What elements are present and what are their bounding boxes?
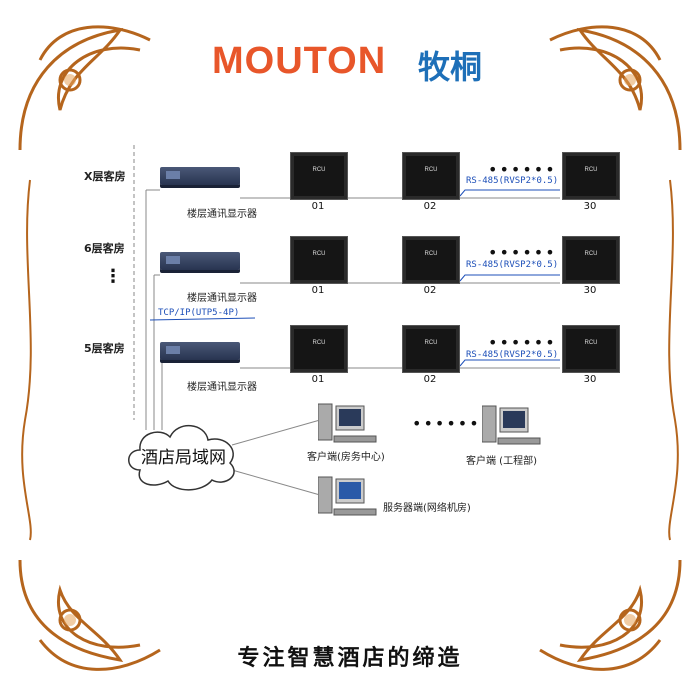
- rcu-label: RCU: [584, 251, 598, 257]
- client-label: 客户端(房务中心): [307, 452, 385, 463]
- rcu-label: RCU: [584, 340, 598, 346]
- brand-logo-cn: 牧桐: [418, 48, 483, 86]
- lan-cloud-label: 酒店局域网: [141, 448, 226, 468]
- client-ellipsis: ••••••: [412, 414, 481, 433]
- rcu-device: RCU: [402, 152, 460, 200]
- rcu-label: RCU: [312, 251, 326, 257]
- floor-switch: [160, 252, 240, 270]
- room-number: 30: [583, 374, 597, 385]
- rcu-label: RCU: [424, 340, 438, 346]
- computer-icon: [482, 405, 541, 445]
- rcu-label: RCU: [424, 167, 438, 173]
- floor-switch-label: 楼层通讯显示器: [187, 293, 257, 304]
- rcu-device: RCU: [290, 236, 348, 284]
- rcu-label: RCU: [312, 340, 326, 346]
- room-ellipsis: ••••••: [488, 160, 557, 179]
- floor-label: X层客房: [84, 170, 126, 183]
- rcu-device: RCU: [402, 325, 460, 373]
- rcu-label: RCU: [424, 251, 438, 257]
- room-number: 30: [583, 285, 597, 296]
- room-ellipsis: ••••••: [488, 243, 557, 262]
- room-number: 30: [583, 201, 597, 212]
- rcu-label: RCU: [584, 167, 598, 173]
- client-label: 客户端 (工程部): [466, 456, 537, 467]
- room-number: 02: [423, 201, 437, 212]
- brand-logo-en: MOUTON: [212, 40, 387, 82]
- room-number: 01: [311, 374, 325, 385]
- room-ellipsis: ••••••: [488, 333, 557, 352]
- floor-label: 5层客房: [84, 342, 125, 355]
- bus-label: RS-485(RVSP2*0.5): [466, 350, 559, 360]
- room-number: 01: [311, 201, 325, 212]
- rcu-device: RCU: [562, 236, 620, 284]
- tcp-ip-label: TCP/IP(UTP5-4P): [158, 308, 240, 318]
- server-icon: [318, 476, 377, 516]
- rcu-label: RCU: [312, 167, 326, 173]
- floor-switch-label: 楼层通讯显示器: [187, 209, 257, 220]
- bus-label: RS-485(RVSP2*0.5): [466, 176, 559, 186]
- room-number: 02: [423, 285, 437, 296]
- rcu-device: RCU: [290, 325, 348, 373]
- rcu-device: RCU: [402, 236, 460, 284]
- floor-label: 6层客房: [84, 242, 125, 255]
- rcu-device: RCU: [562, 325, 620, 373]
- floor-switch-label: 楼层通讯显示器: [187, 382, 257, 393]
- server-label: 服务器端(网络机房): [383, 503, 471, 514]
- room-number: 02: [423, 374, 437, 385]
- lan-cloud-icon: [128, 425, 235, 491]
- floor-switch: [160, 167, 240, 185]
- floor-ellipsis: ⋮: [104, 266, 122, 287]
- rcu-device: RCU: [290, 152, 348, 200]
- bus-label: RS-485(RVSP2*0.5): [466, 260, 559, 270]
- floor-switch: [160, 342, 240, 360]
- room-number: 01: [311, 285, 325, 296]
- rcu-device: RCU: [562, 152, 620, 200]
- slogan: 专注智慧酒店的缔造: [237, 645, 463, 671]
- computer-icon: [318, 403, 377, 443]
